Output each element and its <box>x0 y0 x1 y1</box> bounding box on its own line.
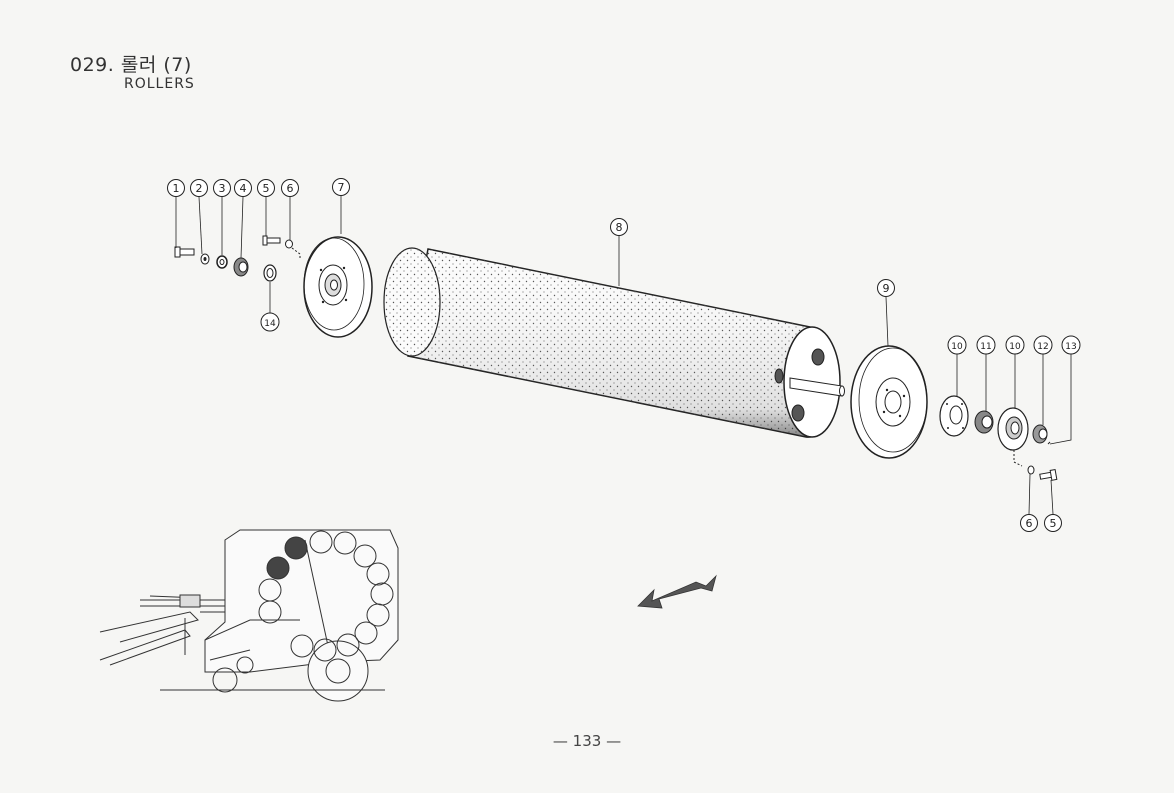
collar-part-12 <box>1032 424 1048 444</box>
svg-text:5: 5 <box>1050 517 1057 530</box>
svg-text:7: 7 <box>338 181 345 194</box>
title-block: 029. 롤러 (7) ROLLERS <box>70 54 195 92</box>
svg-text:6: 6 <box>287 182 294 195</box>
svg-text:8: 8 <box>616 221 623 234</box>
bolt-part-5 <box>262 235 281 246</box>
page-title: 029. 롤러 (7) <box>70 54 192 76</box>
nut-part <box>233 257 249 277</box>
svg-text:10: 10 <box>951 342 963 352</box>
bushing-part-14 <box>263 264 277 282</box>
svg-text:9: 9 <box>883 282 890 295</box>
svg-text:2: 2 <box>196 182 203 195</box>
flange-washer-10a <box>939 395 969 437</box>
svg-text:6: 6 <box>1026 517 1033 530</box>
callout-5-right: 5 <box>1044 514 1062 532</box>
bearing-part-11 <box>974 410 994 434</box>
svg-text:5: 5 <box>263 182 270 195</box>
svg-text:14: 14 <box>264 319 276 329</box>
svg-text:11: 11 <box>980 342 991 352</box>
callout-9: 9 <box>877 279 895 297</box>
callout-12: 12 <box>1033 335 1053 355</box>
flange-washer-10b <box>997 407 1029 451</box>
svg-text:4: 4 <box>240 182 247 195</box>
page-number: — 133 — <box>552 732 622 750</box>
callout-8: 8 <box>610 218 628 236</box>
svg-text:1: 1 <box>173 182 180 195</box>
callout-10b: 10 <box>1005 335 1025 355</box>
flange-plate-right <box>850 345 928 459</box>
svg-text:13: 13 <box>1065 342 1076 352</box>
baler-machine-illustration <box>99 529 399 702</box>
callout-6: 6 <box>281 179 299 197</box>
callout-3: 3 <box>213 179 231 197</box>
callout-1: 1 <box>167 179 185 197</box>
bolt-part <box>174 246 195 258</box>
svg-text:10: 10 <box>1009 342 1021 352</box>
arrow-down-left-icon <box>637 574 717 609</box>
svg-text:12: 12 <box>1037 342 1048 352</box>
page-subtitle: ROLLERS <box>124 76 195 92</box>
washer-part-right <box>1027 465 1035 475</box>
callout-13: 13 <box>1061 335 1081 355</box>
flange-plate-left <box>303 236 373 338</box>
leader-lines <box>175 196 1072 515</box>
callout-5: 5 <box>257 179 275 197</box>
roller-drum <box>383 247 845 438</box>
callout-11: 11 <box>976 335 996 355</box>
callout-14: 14 <box>260 312 280 332</box>
callout-10a: 10 <box>947 335 967 355</box>
callout-6-right: 6 <box>1020 514 1038 532</box>
washer-part <box>200 253 210 265</box>
callout-2: 2 <box>190 179 208 197</box>
callout-4: 4 <box>234 179 252 197</box>
svg-text:3: 3 <box>219 182 226 195</box>
bolt-part-right <box>1039 468 1058 481</box>
callout-7: 7 <box>332 178 350 196</box>
spring-washer-part <box>216 255 228 269</box>
washer-part-6 <box>285 239 293 249</box>
